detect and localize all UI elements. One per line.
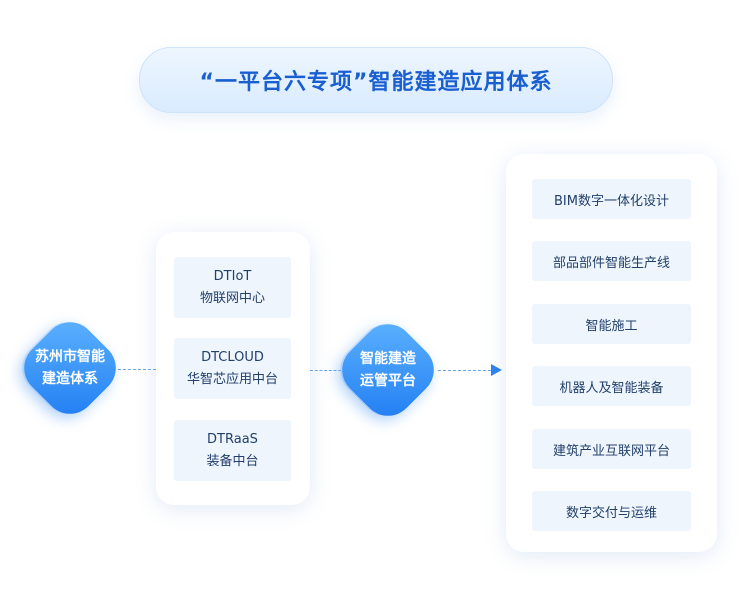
diagram-title: “一平台六专项”智能建造应用体系 xyxy=(199,70,553,95)
specialty-list-card: BIM数字一体化设计 部品部件智能生产线 智能施工 机器人及智能装备 建筑产业互… xyxy=(506,154,717,552)
node-label-line2: 运管平台 xyxy=(360,373,416,389)
middle-platform-card: DTIoT 物联网中心 DTCLOUD 华智芯应用中台 DTRaaS 装备中台 xyxy=(156,232,310,505)
middle-item-dtcloud: DTCLOUD 华智芯应用中台 xyxy=(174,338,291,399)
middle-item-subtitle: 物联网中心 xyxy=(199,290,265,306)
middle-item-title: DTIoT xyxy=(213,268,252,284)
node-suzhou-system: 苏州市智能 建造体系 xyxy=(11,311,127,425)
specialty-item: 智能施工 xyxy=(532,304,691,344)
arrow-right-icon xyxy=(491,364,502,376)
specialty-item: 机器人及智能装备 xyxy=(532,366,691,406)
node-label: 苏州市智能 建造体系 xyxy=(18,316,122,420)
title-banner: “一平台六专项”智能建造应用体系 xyxy=(139,47,613,113)
middle-item-dtraas: DTRaaS 装备中台 xyxy=(174,420,291,481)
connector-middle-center xyxy=(310,370,346,371)
specialty-item: 数字交付与运维 xyxy=(532,491,691,531)
node-management-platform: 智能建造 运管平台 xyxy=(329,313,445,427)
node-label-line1: 智能建造 xyxy=(360,351,416,367)
middle-item-dtiot: DTIoT 物联网中心 xyxy=(174,257,291,318)
specialty-item: 建筑产业互联网平台 xyxy=(532,429,691,469)
connector-left-middle xyxy=(118,369,156,370)
middle-item-title: DTRaaS xyxy=(207,431,258,447)
middle-item-subtitle: 华智芯应用中台 xyxy=(186,371,278,387)
middle-item-subtitle: 装备中台 xyxy=(206,453,259,469)
specialty-item: BIM数字一体化设计 xyxy=(532,179,691,219)
node-label: 智能建造 运管平台 xyxy=(336,318,440,422)
specialty-item: 部品部件智能生产线 xyxy=(532,241,691,281)
connector-center-right xyxy=(438,370,491,371)
node-label-line2: 建造体系 xyxy=(42,371,98,387)
middle-item-title: DTCLOUD xyxy=(201,349,264,365)
node-label-line1: 苏州市智能 xyxy=(35,349,105,365)
